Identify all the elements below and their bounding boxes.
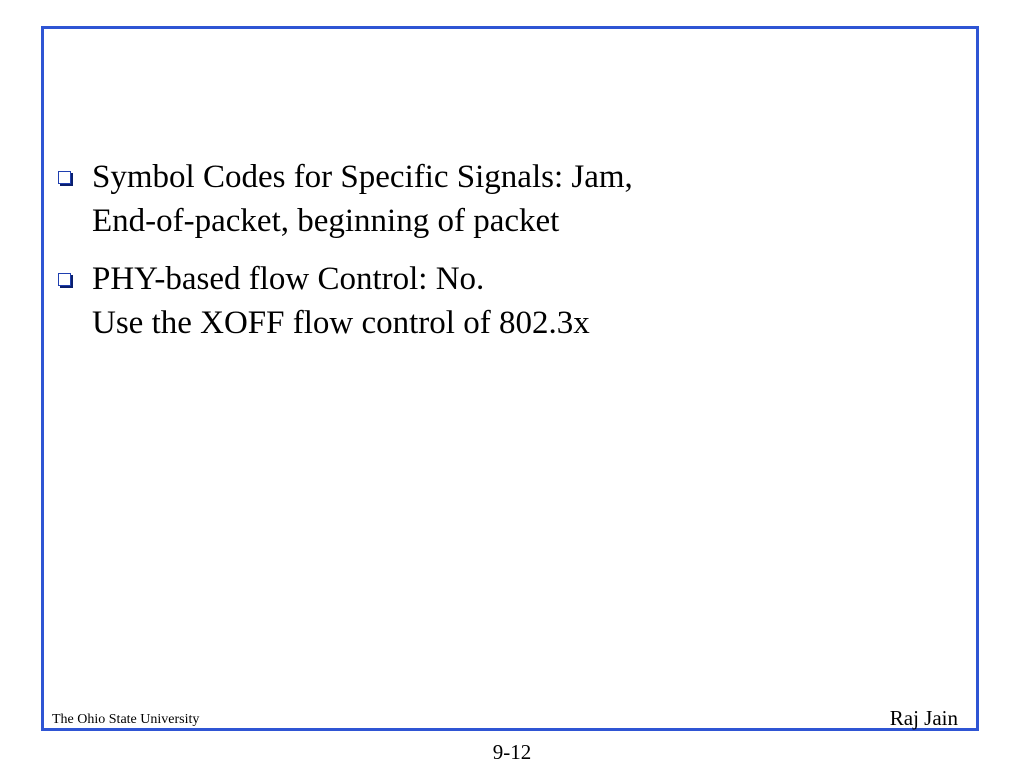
bullet-text-line: End-of-packet, beginning of packet xyxy=(92,203,560,239)
bullet-list: Symbol Codes for Specific Signals: Jam, … xyxy=(52,155,633,359)
bullet-item: Symbol Codes for Specific Signals: Jam, … xyxy=(52,155,633,243)
bullet-text-line: Use the XOFF flow control of 802.3x xyxy=(92,305,590,341)
footer-author: Raj Jain xyxy=(889,706,958,730)
page-number: 9-12 xyxy=(492,740,532,764)
hollow-square-bullet-icon xyxy=(58,273,71,286)
bullet-text-line: Symbol Codes for Specific Signals: Jam, xyxy=(92,159,633,195)
hollow-square-bullet-icon xyxy=(58,171,71,184)
bullet-item: PHY-based flow Control: No. Use the XOFF… xyxy=(52,257,633,345)
bullet-text-line: PHY-based flow Control: No. xyxy=(92,261,485,297)
slide-frame xyxy=(41,26,979,731)
footer-institution: The Ohio State University xyxy=(52,712,200,727)
